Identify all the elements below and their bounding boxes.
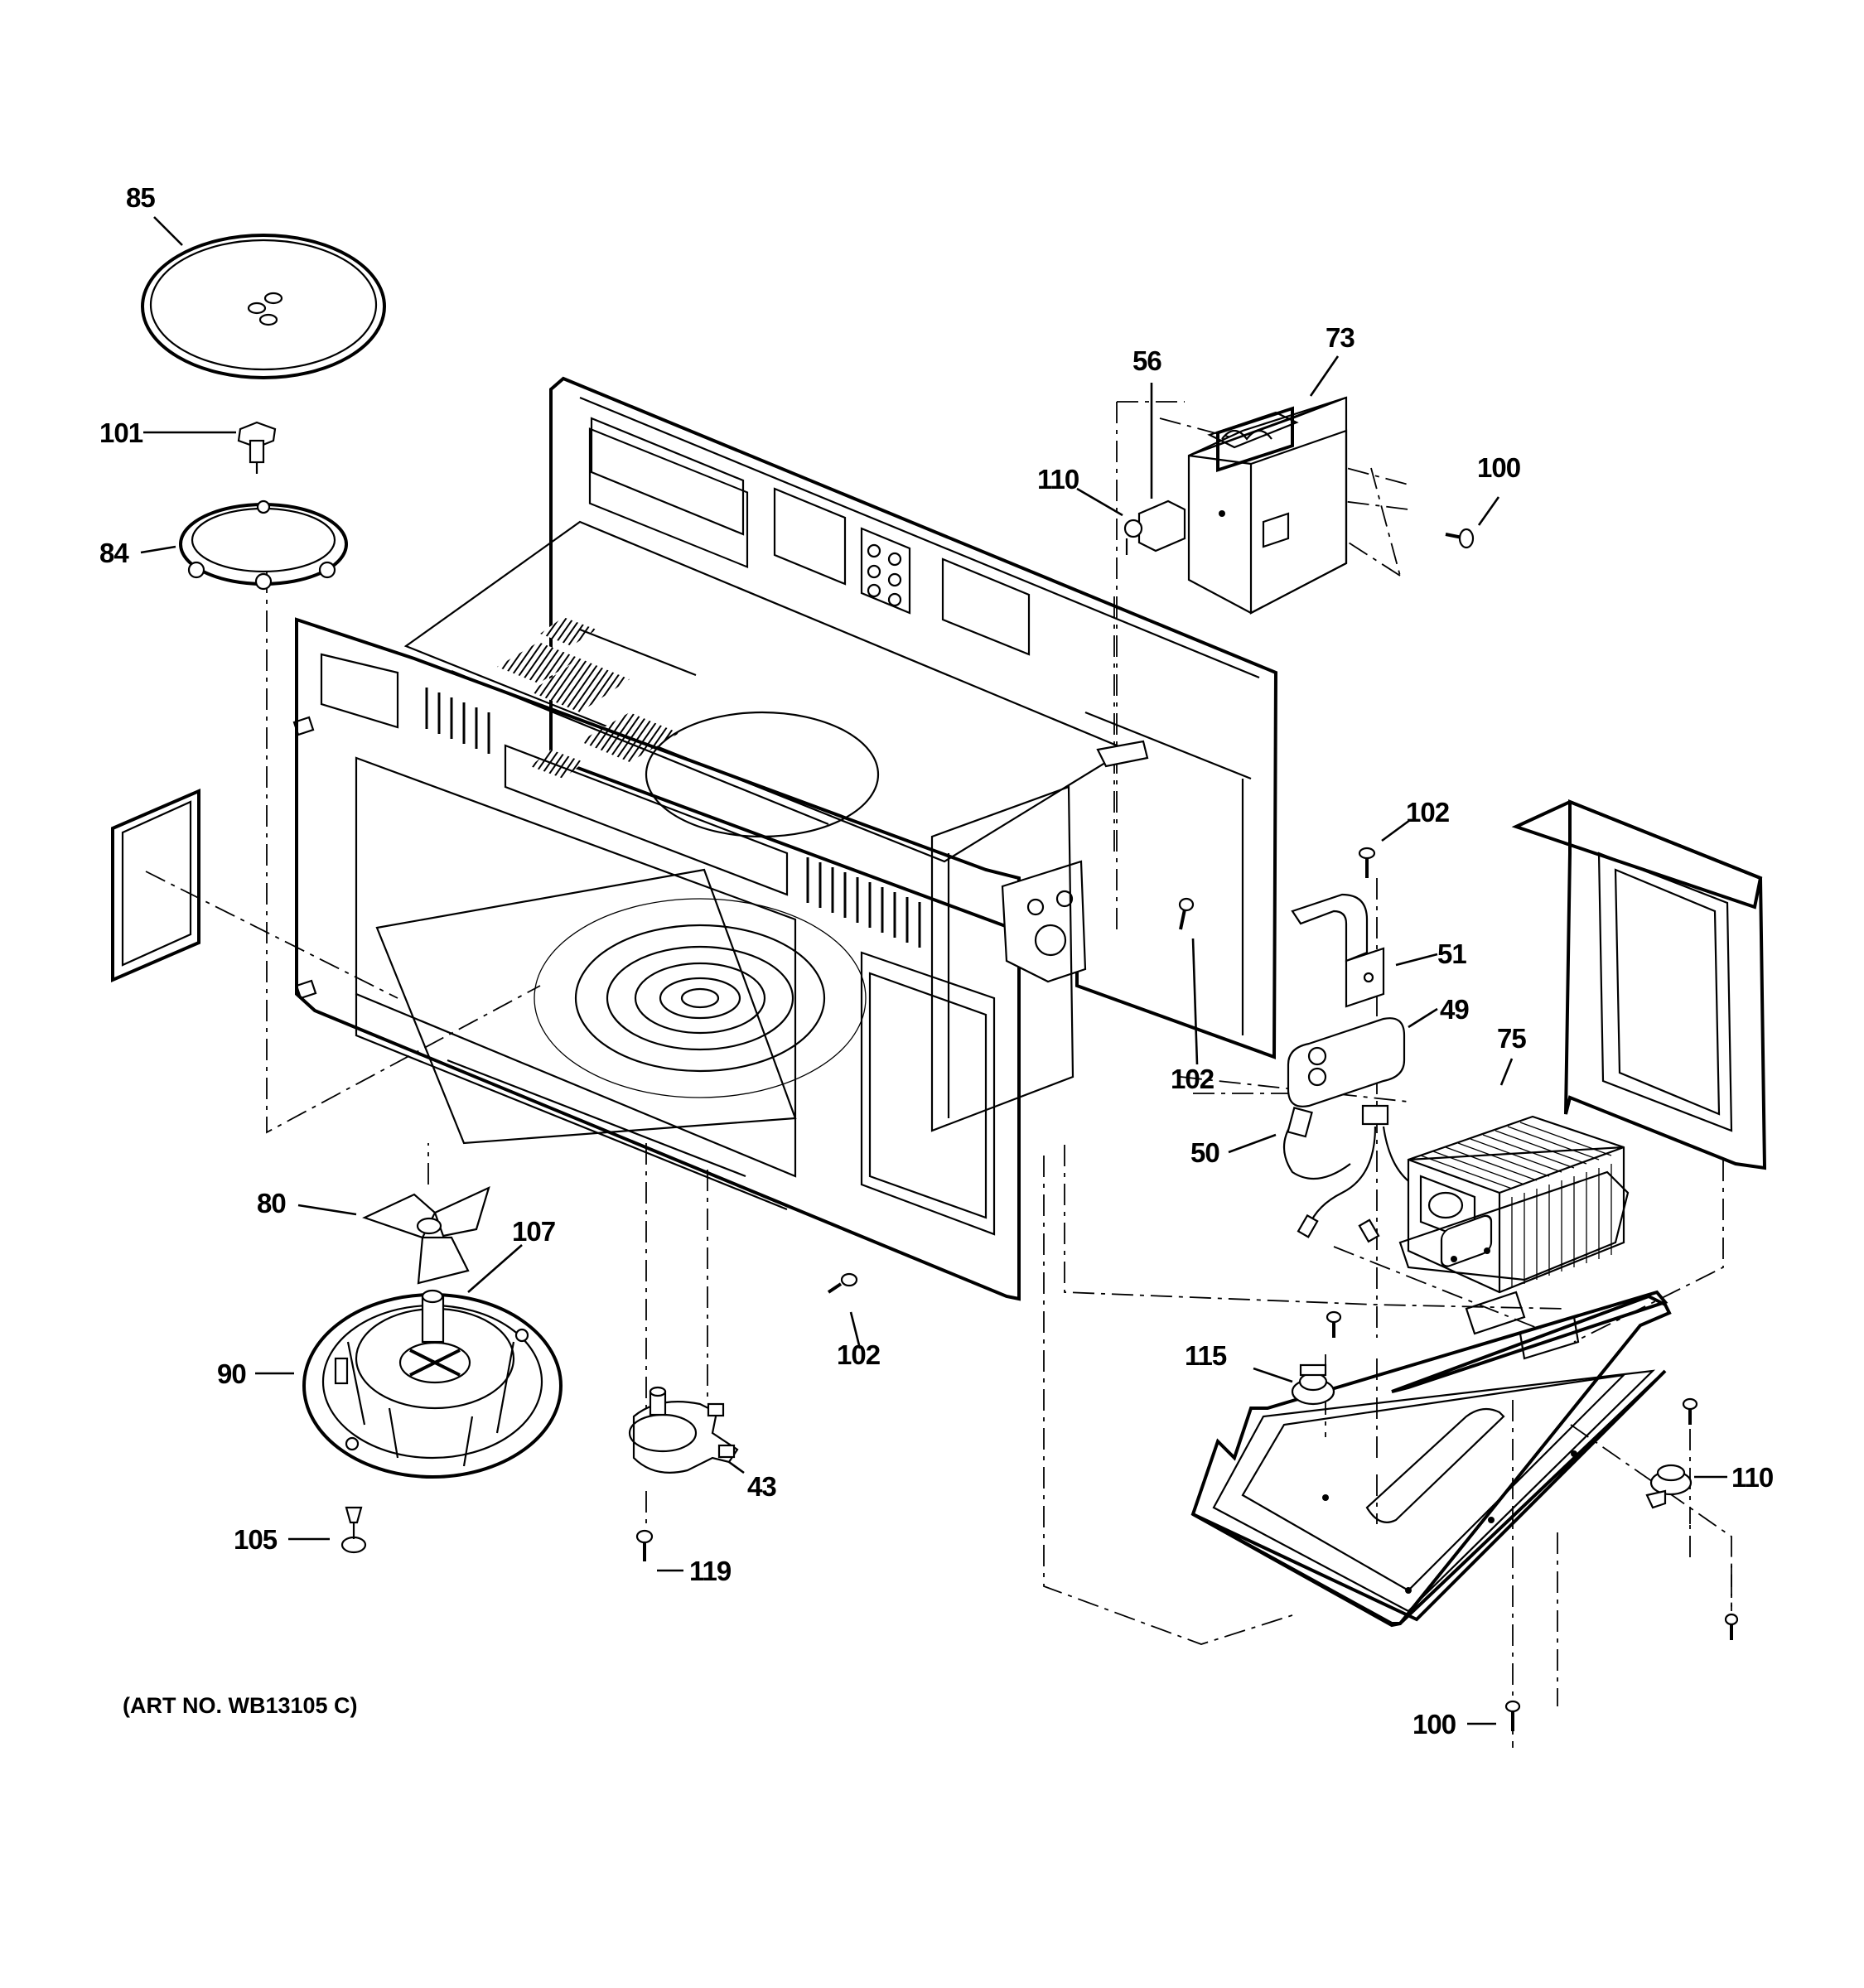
callout-43: 43 xyxy=(747,1471,776,1502)
callout-56: 56 xyxy=(1132,345,1161,376)
callout-102-top: 102 xyxy=(1406,797,1450,828)
magnetron xyxy=(1187,396,1348,615)
stirrer-blade xyxy=(362,1185,490,1285)
callout-75: 75 xyxy=(1497,1023,1526,1054)
callout-51: 51 xyxy=(1437,939,1466,969)
callout-84: 84 xyxy=(99,538,129,568)
thermal-cutout-base-right xyxy=(1645,1464,1693,1509)
base-plate xyxy=(1190,1290,1672,1628)
screw-base-left xyxy=(1326,1310,1342,1338)
screw-100-upper xyxy=(1445,528,1475,549)
turntable-motor xyxy=(628,1386,739,1474)
leader-lines xyxy=(140,216,1727,1725)
oven-cavity-assembly xyxy=(292,376,1278,1301)
callout-50: 50 xyxy=(1190,1137,1219,1168)
screw-rear-base xyxy=(1724,1613,1739,1640)
thermal-cutout-base-left xyxy=(1291,1363,1335,1406)
callout-49: 49 xyxy=(1440,994,1469,1025)
hv-capacitor xyxy=(1287,1017,1406,1107)
transformer-laminations xyxy=(1420,1122,1612,1288)
callout-100-upper: 100 xyxy=(1477,452,1520,483)
turntable-glass-tray xyxy=(141,234,386,379)
screw-base-right xyxy=(1682,1397,1698,1425)
callout-labels: 85 101 84 56 73 110 100 102 51 49 75 102… xyxy=(99,182,1774,1740)
callout-100-lower: 100 xyxy=(1412,1709,1456,1740)
callout-119: 119 xyxy=(689,1556,732,1586)
roller-ring xyxy=(179,499,348,591)
screw-102-b xyxy=(1178,897,1195,930)
assembly-dashed-lines xyxy=(145,401,1732,1748)
callout-102-mid: 102 xyxy=(1171,1064,1214,1094)
screw-100-lower xyxy=(1504,1700,1521,1731)
callout-85: 85 xyxy=(126,182,155,213)
screw-102-c xyxy=(827,1272,858,1294)
callout-107: 107 xyxy=(512,1216,555,1247)
thermal-cutout-upper xyxy=(1123,499,1186,555)
turntable-coupler xyxy=(237,421,277,474)
callout-80: 80 xyxy=(257,1188,286,1218)
side-cover-panel xyxy=(111,788,200,983)
rear-top-cover xyxy=(1511,799,1767,1170)
callout-101: 101 xyxy=(99,417,143,448)
callout-110-upper: 110 xyxy=(1037,464,1079,495)
stirrer-support xyxy=(340,1506,367,1554)
hv-transformer xyxy=(1398,1115,1630,1294)
capacitor-bracket xyxy=(1291,893,1385,1008)
front-vent-slots xyxy=(425,688,921,948)
screw-102-a xyxy=(1358,847,1376,878)
callout-105: 105 xyxy=(234,1524,278,1555)
screw-119 xyxy=(635,1529,654,1561)
callout-110-lower: 110 xyxy=(1731,1462,1773,1493)
callout-115: 115 xyxy=(1185,1340,1227,1371)
stirrer-cover xyxy=(302,1289,563,1479)
callout-102-low: 102 xyxy=(837,1339,881,1370)
callout-90: 90 xyxy=(217,1358,246,1389)
art-number: (ART NO. WB13105 C) xyxy=(123,1693,358,1718)
callout-73: 73 xyxy=(1326,322,1355,353)
